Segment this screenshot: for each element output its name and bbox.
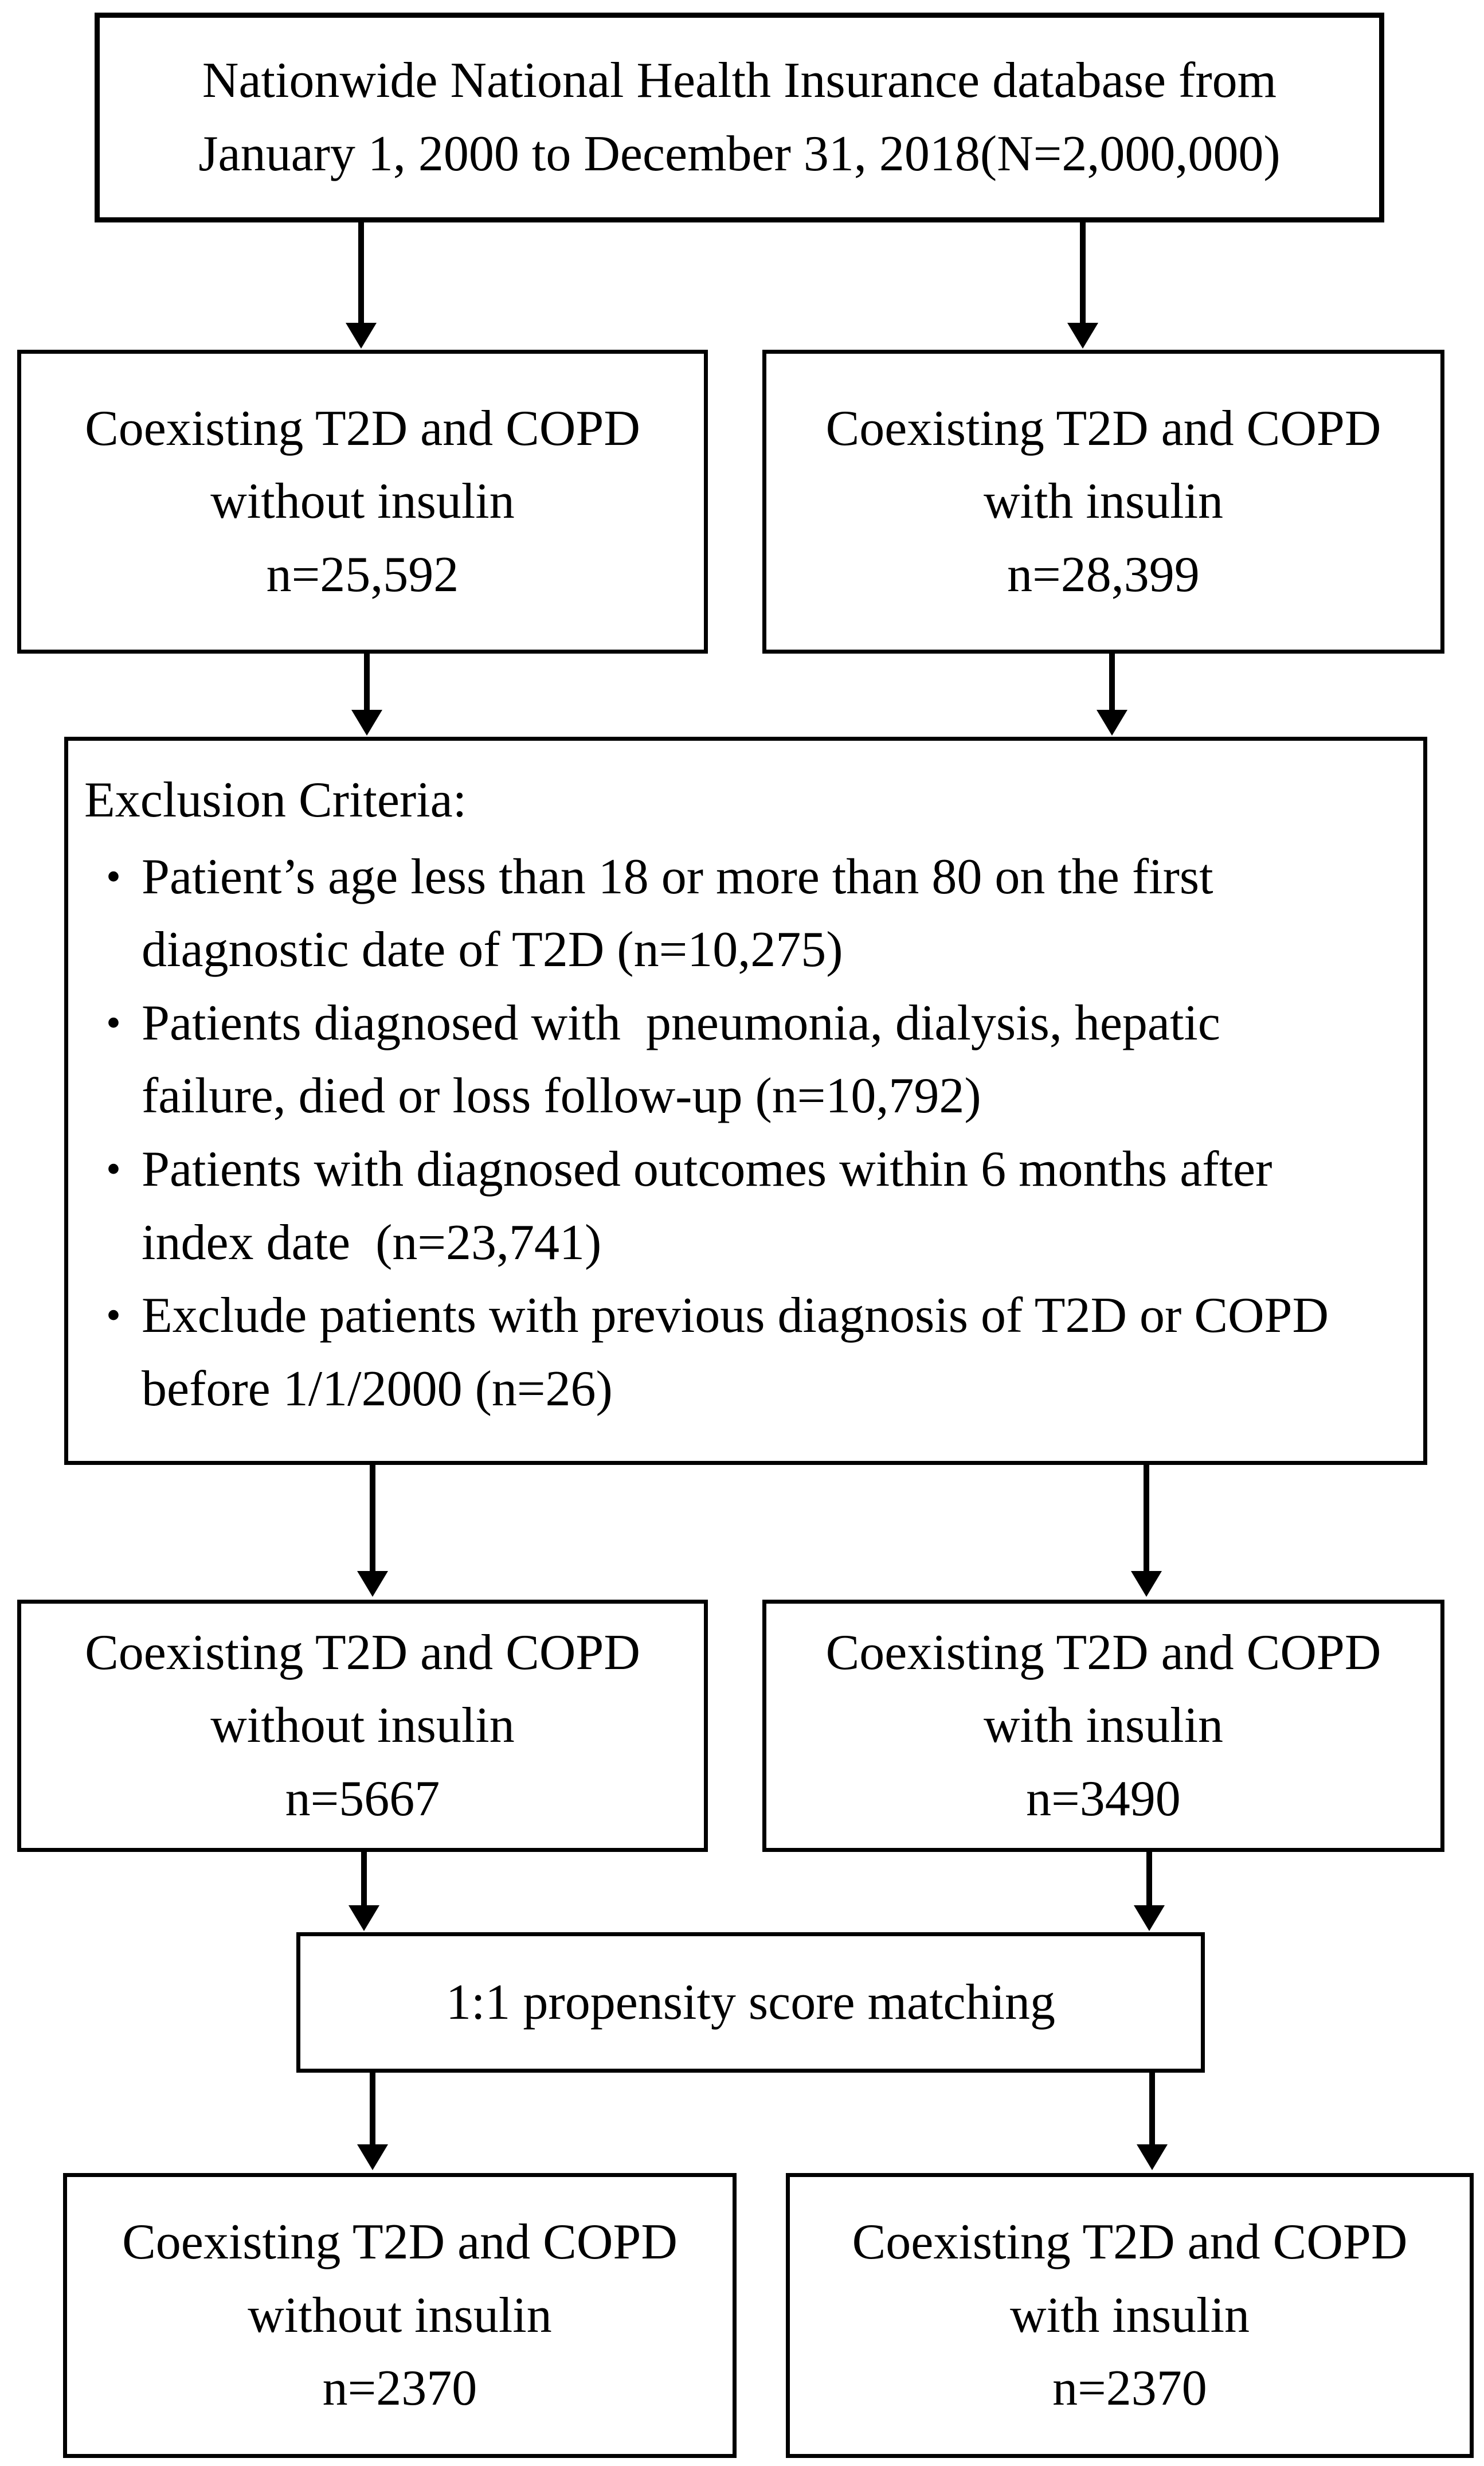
box-line: Coexisting T2D and COPD — [85, 1624, 640, 1681]
box-line: with insulin — [983, 1698, 1224, 1754]
box-line: n=5667 — [285, 1771, 440, 1827]
box-line: n=2370 — [1052, 2361, 1207, 2417]
box-matched-without-insulin-text: Coexisting T2D and COPD without insulin … — [67, 2206, 733, 2425]
box-line: without insulin — [210, 1698, 515, 1754]
box-line: Coexisting T2D and COPD — [825, 1624, 1381, 1681]
arrowhead — [349, 1905, 379, 1931]
list-item: • Patient’s age less than 18 or more tha… — [84, 841, 1406, 987]
exclusion-title: Exclusion Criteria: — [84, 772, 467, 828]
arrow-line — [361, 1852, 367, 1906]
arrow-line — [1109, 654, 1115, 711]
box-eligible-without-insulin-text: Coexisting T2D and COPD without insulin … — [21, 1616, 704, 1836]
exclusion-bullet-text: Patients diagnosed with pneumonia, dialy… — [142, 995, 1233, 1124]
arrow-line — [358, 222, 364, 323]
box-line: with insulin — [1009, 2287, 1250, 2343]
box-matched-with-insulin: Coexisting T2D and COPD with insulin n=2… — [786, 2173, 1474, 2458]
box-line: Nationwide National Health Insurance dat… — [202, 53, 1277, 109]
box-line: without insulin — [248, 2287, 552, 2343]
list-item: • Exclude patients with previous diagnos… — [84, 1279, 1406, 1425]
arrow-line — [1144, 1465, 1149, 1571]
arrowhead — [346, 323, 377, 349]
box-cohort-with-insulin-text: Coexisting T2D and COPD with insulin n=2… — [766, 392, 1440, 612]
box-matched-without-insulin: Coexisting T2D and COPD without insulin … — [63, 2173, 737, 2458]
bullet-icon: • — [106, 999, 121, 1046]
box-cohort-without-insulin-text: Coexisting T2D and COPD without insulin … — [21, 392, 704, 612]
exclusion-bullet-text: Patient’s age less than 18 or more than … — [142, 849, 1226, 978]
box-line: n=28,399 — [1007, 546, 1200, 603]
arrow-line — [364, 654, 370, 711]
box-source-text: Nationwide National Health Insurance dat… — [100, 44, 1379, 190]
arrowhead — [357, 2144, 388, 2170]
exclusion-list: • Patient’s age less than 18 or more tha… — [84, 841, 1406, 1426]
arrowhead — [1131, 1571, 1162, 1597]
box-line: Coexisting T2D and COPD — [122, 2214, 678, 2270]
list-item: • Patients with diagnosed outcomes withi… — [84, 1133, 1406, 1279]
arrowhead — [1097, 710, 1127, 736]
box-propensity-matching: 1:1 propensity score matching — [296, 1932, 1205, 2073]
box-propensity-matching-text: 1:1 propensity score matching — [300, 1966, 1201, 2039]
exclusion-content: Exclusion Criteria: • Patient’s age less… — [68, 741, 1423, 1425]
arrow-line — [1146, 1852, 1152, 1906]
arrowhead — [1067, 323, 1098, 349]
box-exclusion-criteria: Exclusion Criteria: • Patient’s age less… — [64, 737, 1427, 1465]
box-cohort-without-insulin: Coexisting T2D and COPD without insulin … — [17, 350, 708, 654]
arrow-line — [370, 1465, 375, 1571]
box-line: n=3490 — [1026, 1771, 1181, 1827]
box-line: Coexisting T2D and COPD — [85, 400, 640, 456]
box-line: without insulin — [210, 474, 515, 530]
arrowhead — [357, 1571, 388, 1597]
box-line: Coexisting T2D and COPD — [852, 2214, 1408, 2270]
list-item: • Patients diagnosed with pneumonia, dia… — [84, 987, 1406, 1133]
exclusion-bullet-text: Exclude patients with previous diagnosis… — [142, 1288, 1354, 1417]
box-line: January 1, 2000 to December 31, 2018(N=2… — [198, 126, 1281, 182]
box-line: n=2370 — [322, 2361, 477, 2417]
box-line: with insulin — [983, 474, 1224, 530]
box-cohort-with-insulin: Coexisting T2D and COPD with insulin n=2… — [762, 350, 1444, 654]
arrowhead — [1137, 2144, 1168, 2170]
box-matched-with-insulin-text: Coexisting T2D and COPD with insulin n=2… — [790, 2206, 1470, 2425]
bullet-icon: • — [106, 1145, 121, 1193]
arrow-line — [370, 2073, 375, 2144]
arrow-line — [1149, 2073, 1155, 2144]
arrowhead — [351, 710, 382, 736]
box-line: 1:1 propensity score matching — [445, 1974, 1056, 2030]
box-line: Coexisting T2D and COPD — [825, 400, 1381, 456]
exclusion-bullet-text: Patients with diagnosed outcomes within … — [142, 1141, 1285, 1271]
box-source-database: Nationwide National Health Insurance dat… — [95, 13, 1384, 222]
arrowhead — [1134, 1905, 1165, 1931]
box-line: n=25,592 — [266, 546, 459, 603]
box-eligible-with-insulin-text: Coexisting T2D and COPD with insulin n=3… — [766, 1616, 1440, 1836]
box-eligible-with-insulin: Coexisting T2D and COPD with insulin n=3… — [762, 1600, 1444, 1852]
bullet-icon: • — [106, 853, 121, 900]
bullet-icon: • — [106, 1292, 121, 1339]
arrow-line — [1080, 222, 1086, 323]
box-eligible-without-insulin: Coexisting T2D and COPD without insulin … — [17, 1600, 708, 1852]
